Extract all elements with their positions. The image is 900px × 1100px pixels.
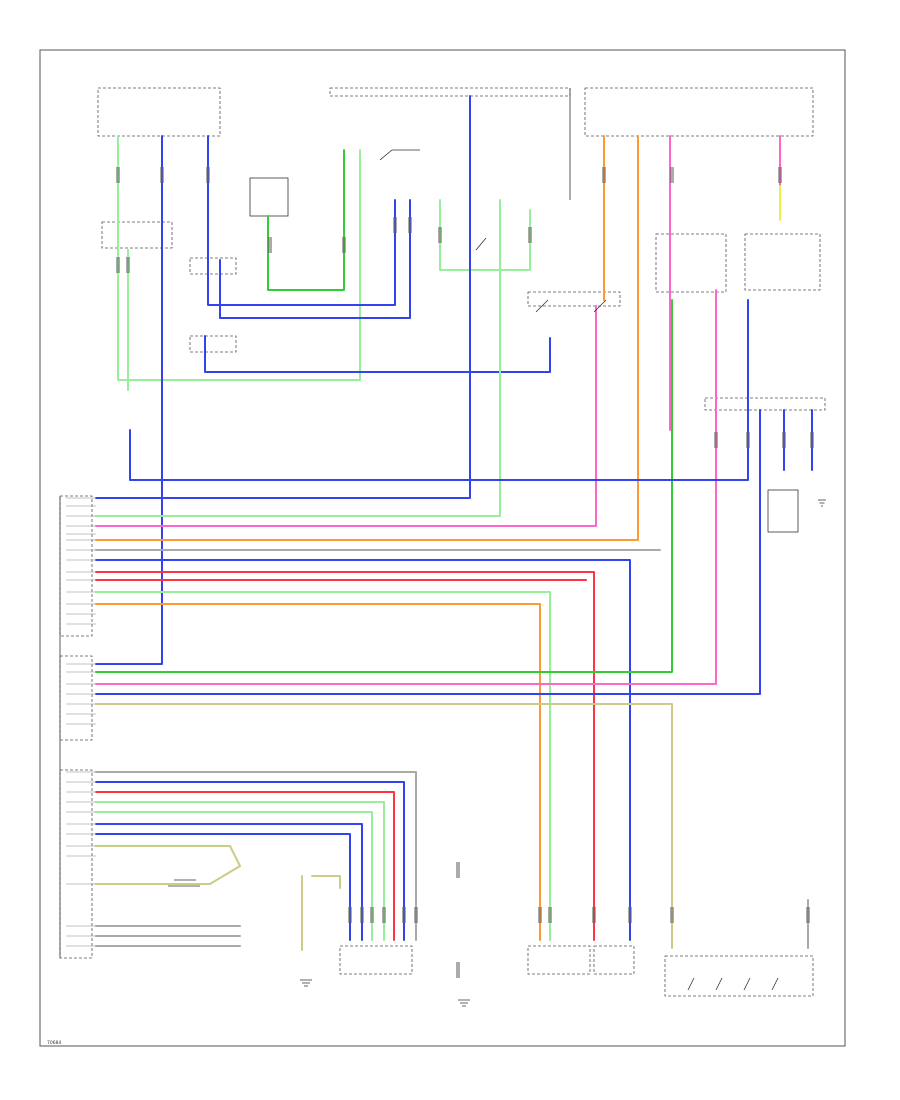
connector-icon [714, 432, 718, 448]
connector-icon [746, 432, 750, 448]
wire-red-b [95, 791, 395, 941]
connector-icon [126, 257, 130, 273]
connector-icon [206, 167, 210, 183]
diagram-frame [39, 49, 846, 1047]
connector-icon [408, 217, 412, 233]
connector-icon [548, 907, 552, 923]
connector-icon [782, 432, 786, 448]
connector-icon [116, 167, 120, 183]
wire-blue-main [95, 135, 163, 665]
connector-icon [628, 907, 632, 923]
connector-icon [370, 907, 374, 923]
connector-blocks [101, 177, 826, 533]
connector-icon [592, 907, 596, 923]
wire-blue-r2 [129, 299, 749, 481]
connector-icon [670, 167, 674, 183]
wire-blue-3 [219, 199, 411, 319]
connector-icon [414, 907, 418, 923]
connector-icon [342, 237, 346, 253]
wire-green-long [95, 199, 501, 517]
wire-blue-b2 [95, 823, 363, 941]
wire-tan-b2 [95, 865, 241, 885]
connector-icon [393, 217, 397, 233]
connector-icon [438, 227, 442, 243]
connector-icon [670, 907, 674, 923]
wire-blue-r [95, 409, 761, 695]
wire-tan-b [95, 845, 241, 867]
wire-orange-2 [95, 603, 541, 941]
switch-symbols [168, 149, 779, 991]
wire-green-mid [95, 591, 551, 941]
connector-icon [116, 257, 120, 273]
wire-blue-mid [95, 559, 631, 941]
wire-green-b2 [95, 811, 373, 941]
diagram-code: 70684 [47, 1040, 61, 1046]
connector-icon [348, 907, 352, 923]
wire-blue-2 [207, 135, 396, 306]
wire-green-r [95, 299, 673, 673]
wire-blue-4 [204, 335, 551, 373]
ground-icon [300, 499, 826, 1007]
wire-green-left [117, 135, 361, 381]
connector-icon [360, 907, 364, 923]
ecu-pins [66, 167, 814, 978]
connector-icon [806, 907, 810, 923]
connector-icon [778, 167, 782, 183]
connector-icon [528, 227, 532, 243]
wire-pink-1 [95, 305, 597, 527]
bottom-components [339, 945, 814, 997]
wire-gray-b [95, 771, 417, 941]
wire-pink-r [95, 289, 717, 685]
connector-icon [160, 167, 164, 183]
connector-icon [538, 907, 542, 923]
wire-green-4 [439, 199, 531, 271]
wire-blue-b3 [95, 833, 351, 941]
connector-icon [810, 432, 814, 448]
connector-icon [456, 862, 460, 878]
ecu-connector [59, 495, 93, 959]
wire-tan-1 [95, 703, 673, 949]
wire-blue-b [95, 781, 405, 941]
wire-orange-top [95, 135, 639, 541]
connector-icon [382, 907, 386, 923]
wire-blue-long [95, 95, 471, 499]
top-junction-boxes [97, 87, 814, 200]
wire-red-1 [95, 571, 595, 941]
connector-icon [402, 907, 406, 923]
connector-icon [602, 167, 606, 183]
connector-icon [268, 237, 272, 253]
wire-green-b [95, 801, 385, 941]
wire-green-dk [267, 149, 345, 291]
wire-tan-v2 [311, 875, 341, 889]
wire-harness [95, 95, 813, 951]
connector-icon [456, 962, 460, 978]
